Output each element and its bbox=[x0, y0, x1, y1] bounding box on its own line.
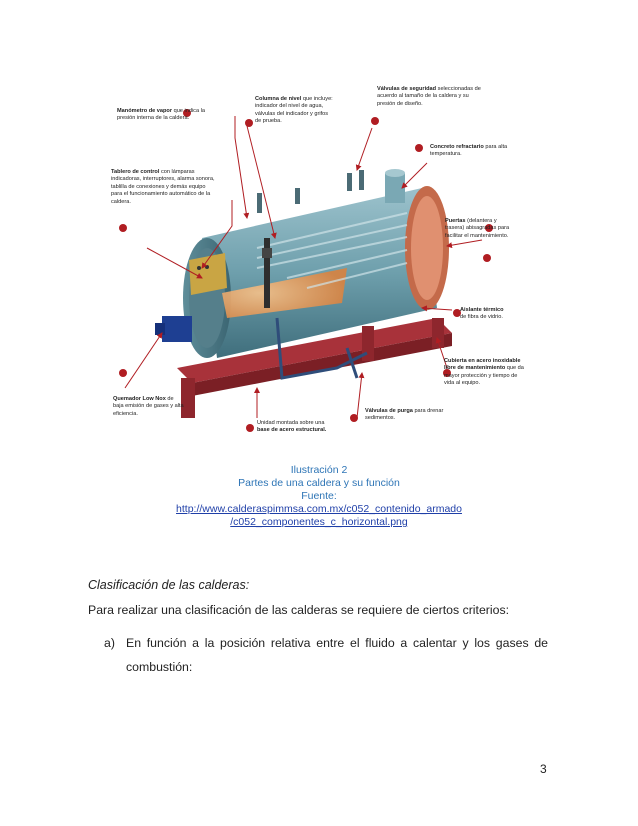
caption-figure-number: Ilustración 2 bbox=[290, 464, 348, 476]
label-cubierta: Cubierta en acero inoxidable libre de ma… bbox=[444, 358, 524, 387]
caption-title: Partes de una caldera y su función bbox=[238, 477, 400, 489]
level-column bbox=[262, 238, 272, 308]
section-title: Clasificación de las calderas: bbox=[88, 578, 250, 592]
label-concreto: Concreto refractario para alta temperatu… bbox=[430, 144, 508, 158]
label-valvulas-purga: Válvulas de purga para drenar sedimentos… bbox=[365, 408, 444, 422]
source-link-part1[interactable]: http://www.calderaspimmsa.com.mx/c052_co… bbox=[176, 503, 462, 515]
boiler-diagram bbox=[119, 109, 493, 432]
label-unidad-montada: Unidad montada sobre una base de acero e… bbox=[257, 420, 327, 434]
page-number: 3 bbox=[540, 762, 547, 776]
callouts bbox=[124, 116, 483, 419]
safety-valves bbox=[257, 170, 364, 213]
burner bbox=[155, 316, 192, 342]
label-puertas: Puertas (delantera y trasera) abisagrada… bbox=[445, 218, 510, 239]
source-link-part2[interactable]: /c052_componentes_c_horizontal.png bbox=[230, 516, 408, 528]
label-manometro: Manómetro de vapor que indica la presión… bbox=[117, 108, 205, 122]
list-marker: a) bbox=[104, 636, 115, 650]
list-item-line1: En función a la posición relativa entre … bbox=[126, 636, 548, 650]
callout-markers bbox=[119, 109, 493, 432]
list-item: a) En función a la posición relativa ent… bbox=[104, 631, 548, 679]
label-quemador: Quemador Low Nox de baja emisión de gase… bbox=[113, 396, 184, 417]
caption-source-line1: http://www.calderaspimmsa.com.mx/c052_co… bbox=[0, 503, 638, 516]
label-columna-nivel: Columna de nivel que incluye: indicador … bbox=[255, 96, 333, 125]
label-aislante: Aislante térmico de fibra de vidrio. bbox=[460, 307, 504, 321]
caption-source-line2: /c052_componentes_c_horizontal.png bbox=[0, 516, 638, 529]
intro-paragraph: Para realizar una clasificación de las c… bbox=[88, 603, 510, 617]
piping bbox=[275, 317, 368, 380]
list-item-line2: combustión: bbox=[126, 660, 193, 674]
boiler-illustration: Manómetro de vapor que indica la presión… bbox=[107, 78, 527, 443]
label-valvulas-seguridad: Válvulas de seguridad seleccionadas de a… bbox=[377, 86, 481, 107]
steel-base bbox=[177, 318, 452, 418]
label-tablero-control: Tablero de control con lámparas indicado… bbox=[111, 169, 215, 205]
caption-source-label: Fuente: bbox=[301, 490, 337, 502]
chimney bbox=[385, 169, 405, 203]
